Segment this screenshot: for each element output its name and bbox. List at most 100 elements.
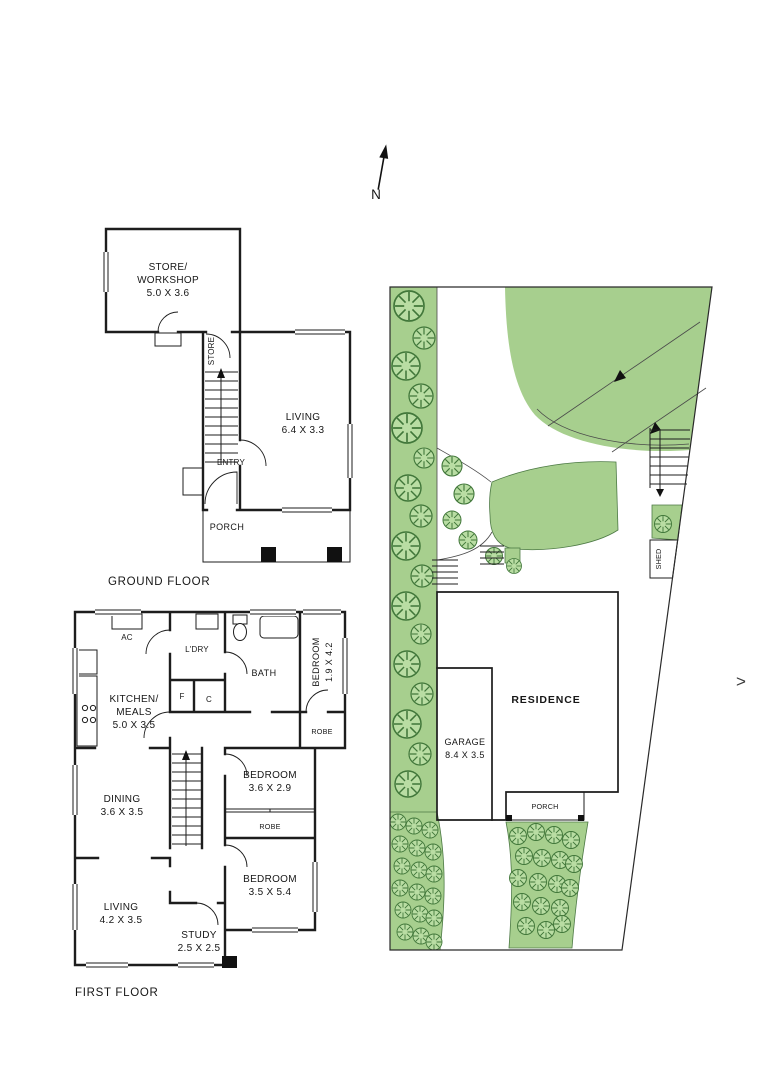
entry-door-swing xyxy=(204,471,238,505)
kitchen-label: MEALS xyxy=(116,707,151,718)
door-swing xyxy=(224,844,248,868)
window xyxy=(341,638,349,694)
residence: RESIDENCE GARAGE 8.4 X 3.5 PORCH xyxy=(436,591,619,821)
gf-porch-outline xyxy=(202,510,351,563)
front-lawn xyxy=(505,287,712,452)
dining-label: DINING xyxy=(104,794,141,805)
shed-label: SHED xyxy=(654,549,663,570)
porch-post xyxy=(578,815,584,821)
door-swing xyxy=(143,711,171,739)
residence-steps xyxy=(432,559,458,585)
window xyxy=(95,608,141,616)
window xyxy=(86,961,128,969)
gf-living-label: LIVING xyxy=(286,412,321,423)
ground-floor-title: GROUND FLOOR xyxy=(108,576,210,588)
door-swing xyxy=(305,689,329,713)
gf-stairs xyxy=(205,368,238,464)
bedroom3-dims: 3.5 X 5.4 xyxy=(249,887,292,898)
store-workshop-label: WORKSHOP xyxy=(137,275,199,286)
ldry-label: L'DRY xyxy=(185,645,209,654)
bedroom2-label: BEDROOM xyxy=(243,770,297,781)
site-porch-label: PORCH xyxy=(532,802,559,811)
window xyxy=(346,424,354,478)
site-stairs xyxy=(649,428,690,497)
kitchen-dims: 5.0 X 3.5 xyxy=(113,720,156,731)
garage-walls xyxy=(436,667,493,821)
ff-stairs xyxy=(172,750,201,846)
ac-label: AC xyxy=(121,633,133,642)
entry-label: ENTRY xyxy=(217,458,245,467)
robe1-label: ROBE xyxy=(311,727,332,736)
gf-side-landing xyxy=(182,467,204,496)
fridge-label: F xyxy=(179,692,184,701)
residence-steps xyxy=(480,545,504,565)
store-workshop-dims: 5.0 X 3.6 xyxy=(147,288,190,299)
garage-label: GARAGE xyxy=(445,737,486,747)
porch-post xyxy=(506,815,512,821)
gf-living-dims: 6.4 X 3.3 xyxy=(282,425,325,436)
north-arrow-icon xyxy=(377,144,389,190)
ff-living-dims: 4.2 X 3.5 xyxy=(100,915,143,926)
mid-garden-bed xyxy=(489,461,619,551)
ac-unit xyxy=(111,613,143,630)
store-label: STORE xyxy=(207,337,216,365)
window xyxy=(295,328,345,336)
door-swing xyxy=(224,651,248,675)
property-boundary xyxy=(389,286,713,951)
cupboard-label: C xyxy=(206,695,212,704)
door-swing xyxy=(205,333,231,359)
driveway-edge xyxy=(436,531,493,561)
door-swing xyxy=(195,902,219,926)
bedroom3-label: BEDROOM xyxy=(243,874,297,885)
window xyxy=(252,926,298,934)
first-floor-walls xyxy=(73,610,347,967)
toilet xyxy=(232,614,248,641)
kitchen-bench xyxy=(76,649,98,747)
gf-step xyxy=(154,332,182,347)
north-label: N xyxy=(371,187,381,202)
bath-label: BATH xyxy=(252,668,277,678)
door-swing xyxy=(145,629,171,655)
door-swing xyxy=(224,753,248,777)
garage-dims: 8.4 X 3.5 xyxy=(445,750,485,760)
first-floor-plan: AC L'DRY BATH BEDROOM 1.9 X 4.2 KITCHEN/… xyxy=(71,608,349,969)
bedroom2-dims: 3.6 X 2.9 xyxy=(249,783,292,794)
store-workshop-label: STORE/ xyxy=(149,262,188,273)
slope-arrows xyxy=(547,321,707,453)
window xyxy=(102,252,110,292)
window xyxy=(71,884,79,930)
ground-floor-plan: STORE/ WORKSHOP 5.0 X 3.6 STORE LIVING 6… xyxy=(102,227,354,563)
door-swing xyxy=(157,311,179,333)
ground-floor-walls xyxy=(104,227,352,512)
next-image-arrow[interactable]: > xyxy=(736,672,746,691)
window xyxy=(71,765,79,815)
gf-porch-label: PORCH xyxy=(210,522,245,532)
bedroom1-label: BEDROOM xyxy=(311,637,321,686)
laundry-trough xyxy=(195,613,219,630)
door-swing xyxy=(239,439,267,467)
kitchen-label: KITCHEN/ xyxy=(109,694,158,705)
robe-sliding-doors xyxy=(225,808,315,813)
site-plan: SHED RESIDENCE GARAGE 8.4 X 3.5 PORCH xyxy=(389,286,713,951)
window xyxy=(250,608,296,616)
study-dims: 2.5 X 2.5 xyxy=(178,943,221,954)
dining-dims: 3.6 X 3.5 xyxy=(101,807,144,818)
window xyxy=(71,648,79,694)
bedroom1-dims: 1.9 X 4.2 xyxy=(324,642,334,682)
window xyxy=(282,506,332,514)
porch-post xyxy=(327,547,342,562)
lawn-edge-curve xyxy=(536,408,690,446)
north-compass: N xyxy=(371,144,389,202)
window xyxy=(178,961,214,969)
driveway-edge xyxy=(436,447,492,483)
robe2-label: ROBE xyxy=(259,822,280,831)
ff-living-label: LIVING xyxy=(104,902,139,913)
study-label: STUDY xyxy=(181,930,216,941)
porch-post xyxy=(261,547,276,562)
window xyxy=(303,608,341,616)
site-porch xyxy=(505,791,585,821)
ff-post xyxy=(222,956,237,968)
bathtub xyxy=(259,615,299,639)
